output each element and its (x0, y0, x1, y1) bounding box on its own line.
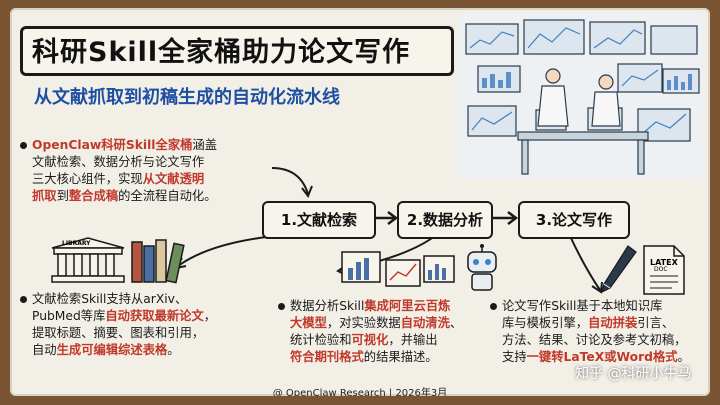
watermark: 知乎 @科研小牛马 (575, 366, 692, 382)
latex-label: LATEX (650, 258, 678, 267)
analysis-description: 数据分析Skill集成阿里云百炼 大模型，对实验数据自动清洗、 统计检验和可视化… (278, 298, 462, 366)
lab-illustration (458, 14, 703, 179)
library-icon (51, 237, 185, 284)
search-description: 文献检索Skill支持从arXiv、 PubMed等库自动获取最新论文， 提取标… (20, 291, 216, 359)
latex-sub-label: DOC (654, 266, 668, 273)
step-paper-writing: 3.论文写作 (518, 201, 630, 239)
robot-icon (467, 244, 497, 291)
title-box (20, 26, 454, 76)
latex-document-icon (643, 245, 685, 295)
pen-icon (601, 245, 637, 294)
page-subtitle: 从文献抓取到初稿生成的自动化流水线 (34, 87, 340, 108)
step-data-analysis: 2.数据分析 (397, 201, 493, 239)
writing-description: 论文写作Skill基于本地知识库 库与模板引擎，自动拼装引言、 方法、结果、讨论… (490, 298, 690, 366)
page-title: 科研Skill全家桶助力论文写作 (32, 37, 411, 68)
intro-paragraph: OpenClaw科研Skill全家桶涵盖 文献检索、数据分析与论文写作 三大核心… (20, 137, 217, 205)
analysis-charts-icon (341, 251, 455, 287)
step-literature-search: 1.文献检索 (262, 201, 376, 239)
whiteboard: 科研Skill全家桶助力论文写作 从文献抓取到初稿生成的自动化流水线 (10, 8, 710, 396)
footer-credit: @ OpenClaw Research | 2026年3月 (272, 388, 448, 396)
library-label: LIBRARY (62, 240, 91, 247)
